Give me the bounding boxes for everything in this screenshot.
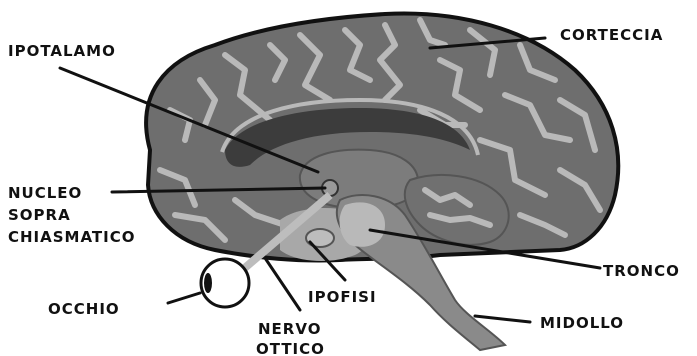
label-nucleo-line1: NUCLEO: [8, 184, 82, 202]
pons: [340, 202, 385, 246]
leader-nervo: [265, 258, 300, 310]
label-corteccia: CORTECCIA: [560, 26, 663, 44]
label-nucleo-line3: CHIASMATICO: [8, 228, 136, 246]
label-occhio: OCCHIO: [48, 300, 120, 318]
eye-icon: [201, 259, 249, 307]
leader-occhio: [168, 293, 200, 303]
leader-midollo: [475, 316, 530, 322]
label-midollo: MIDOLLO: [540, 314, 624, 332]
label-tronco: TRONCO: [603, 262, 680, 280]
label-nervo-line2: OTTICO: [256, 340, 325, 356]
label-nucleo-line2: SOPRA: [8, 206, 71, 224]
label-ipofisi: IPOFISI: [308, 288, 377, 306]
label-nervo-line1: NERVO: [258, 320, 321, 338]
label-ipotalamo: IPOTALAMO: [8, 42, 116, 60]
